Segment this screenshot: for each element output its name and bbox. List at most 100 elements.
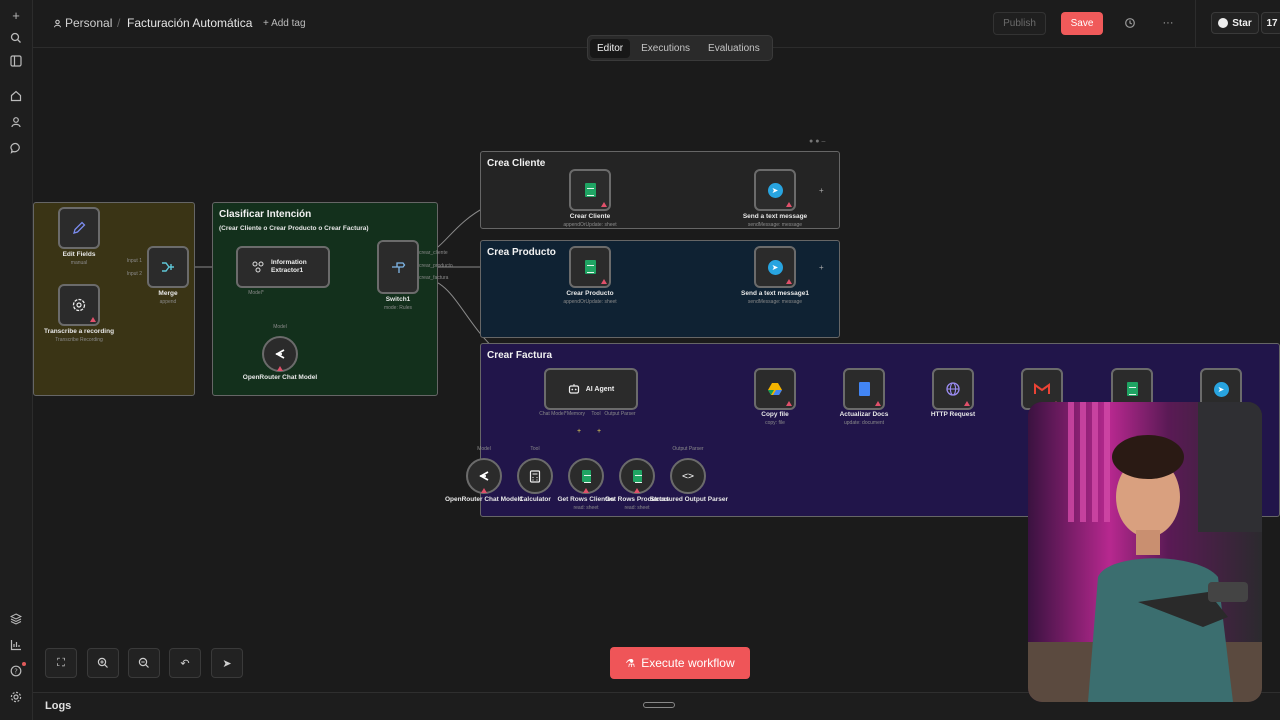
- actualizar-docs-label: Actualizar Docs: [839, 411, 889, 418]
- github-star-button[interactable]: Star: [1211, 12, 1259, 34]
- templates-icon[interactable]: [6, 609, 26, 629]
- information-extractor-node[interactable]: Information Extractor1: [236, 246, 330, 288]
- left-rail: + ?: [0, 0, 33, 720]
- warning-icon: [583, 488, 589, 493]
- warning-icon: [277, 366, 283, 371]
- subnode-port-model: Model: [477, 446, 491, 452]
- gmail-icon: [1034, 383, 1050, 394]
- flask-icon: ⚗: [625, 657, 636, 670]
- panel-icon[interactable]: [6, 51, 26, 71]
- add-node-handle[interactable]: +: [819, 263, 824, 272]
- switch-icon: [392, 262, 406, 273]
- transcribe-label: Transcribe a recording: [43, 328, 115, 335]
- zoom-out-icon[interactable]: [128, 648, 160, 678]
- get-rows-clientes-label: Get Rows Clientes: [557, 496, 615, 503]
- crear-producto-label: Crear Producto: [566, 290, 614, 297]
- tool-connector-plus[interactable]: +: [577, 428, 582, 435]
- star-label: Star: [1232, 17, 1252, 29]
- openrouter-chat-model1-node[interactable]: [466, 458, 502, 494]
- crea-producto-title: Crea Producto: [487, 247, 556, 258]
- actualizar-docs-node[interactable]: [843, 368, 885, 410]
- google-sheets-icon: [632, 470, 642, 483]
- warning-icon: [601, 202, 607, 207]
- get-rows-productos-label: Get Rows Productos: [605, 496, 669, 503]
- send-text-message1-node[interactable]: ➤: [754, 246, 796, 288]
- send-text-message-node[interactable]: ➤: [754, 169, 796, 211]
- edit-fields-label: Edit Fields: [62, 251, 96, 258]
- fit-view-icon[interactable]: ⛶: [45, 648, 77, 678]
- add-tag-link[interactable]: + Add tag: [263, 18, 306, 29]
- insights-icon[interactable]: [6, 635, 26, 655]
- settings-icon[interactable]: [6, 687, 26, 707]
- workflow-name[interactable]: Facturación Automática: [127, 16, 253, 30]
- robot-icon: [568, 384, 579, 394]
- publish-button[interactable]: Publish: [993, 12, 1046, 35]
- telegram-icon: ➤: [1213, 381, 1229, 397]
- search-icon[interactable]: [6, 28, 26, 48]
- add-node-handle[interactable]: +: [819, 186, 824, 195]
- telegram-icon: ➤: [767, 182, 783, 198]
- warning-icon: [90, 317, 96, 322]
- ai-agent-node[interactable]: AI Agent: [544, 368, 638, 410]
- tab-executions[interactable]: Executions: [641, 42, 691, 54]
- transcribe-node[interactable]: [58, 284, 100, 326]
- openai-icon: [72, 298, 86, 312]
- more-options-button[interactable]: ···: [1162, 17, 1174, 29]
- zoom-in-icon[interactable]: [87, 648, 119, 678]
- crear-cliente-node[interactable]: [569, 169, 611, 211]
- copy-file-node[interactable]: [754, 368, 796, 410]
- http-request-node[interactable]: [932, 368, 974, 410]
- chat-icon[interactable]: [6, 138, 26, 158]
- crear-cliente-label: Crear Cliente: [569, 213, 611, 220]
- pointer-icon[interactable]: ➤: [211, 648, 243, 678]
- switch-sub: mode: Rules: [383, 305, 413, 311]
- home-icon[interactable]: [6, 86, 26, 106]
- plus-icon[interactable]: +: [12, 7, 20, 23]
- crear-producto-node[interactable]: [569, 246, 611, 288]
- calculator-icon: [529, 469, 541, 483]
- switch-output-factura: crear_factura: [419, 275, 449, 281]
- sticky-toolbar-icon[interactable]: ●●–: [809, 138, 828, 145]
- transcribe-sub: Transcribe Recording: [55, 337, 103, 343]
- openrouter-icon: [479, 471, 489, 481]
- openrouter-chat-model-node[interactable]: [262, 336, 298, 372]
- send-text-message-sub: sendMessage: message: [747, 222, 803, 228]
- help-icon[interactable]: ?: [6, 661, 26, 681]
- get-rows-clientes-node[interactable]: [568, 458, 604, 494]
- webcam-overlay: [1028, 402, 1262, 702]
- tab-editor[interactable]: Editor: [590, 38, 631, 58]
- tool-connector-plus[interactable]: +: [597, 428, 602, 435]
- resize-handle-icon[interactable]: [643, 702, 675, 708]
- merge-node[interactable]: [147, 246, 189, 288]
- undo-icon[interactable]: ↶: [169, 648, 201, 678]
- get-rows-productos-sub: read: sheet: [624, 505, 650, 511]
- structured-output-parser-node[interactable]: <>: [670, 458, 706, 494]
- tab-evaluations[interactable]: Evaluations: [708, 42, 760, 54]
- warning-icon: [786, 401, 792, 406]
- google-sheets-icon: [584, 260, 596, 274]
- breadcrumb-project[interactable]: Personal: [53, 16, 112, 30]
- execute-workflow-button[interactable]: ⚗Execute workflow: [610, 647, 750, 679]
- chat-model-port: Model: [273, 324, 287, 330]
- merge-input-2: Input 2: [126, 271, 142, 277]
- calculator-node[interactable]: [517, 458, 553, 494]
- pencil-icon: [73, 221, 86, 234]
- merge-input-1: Input 1: [126, 258, 142, 264]
- globe-icon: [946, 382, 960, 396]
- openrouter-icon: [275, 349, 285, 359]
- edit-fields-node[interactable]: [58, 207, 100, 249]
- extractor-label: Information Extractor1: [271, 259, 307, 274]
- copy-file-label: Copy file: [761, 411, 789, 418]
- subnode-port-tool: Tool: [530, 446, 540, 452]
- logs-panel[interactable]: Logs: [33, 692, 1280, 720]
- get-rows-productos-node[interactable]: [619, 458, 655, 494]
- save-button[interactable]: Save: [1061, 12, 1103, 35]
- switch-label: Switch1: [385, 296, 411, 303]
- calculator-label: Calculator: [519, 496, 551, 503]
- user-icon[interactable]: [6, 112, 26, 132]
- history-icon[interactable]: [1120, 13, 1140, 33]
- clasificar-group[interactable]: Clasificar Intención (Crear Cliente o Cr…: [212, 202, 438, 396]
- warning-icon: [601, 279, 607, 284]
- notification-dot: [22, 662, 26, 666]
- switch-node[interactable]: [377, 240, 419, 294]
